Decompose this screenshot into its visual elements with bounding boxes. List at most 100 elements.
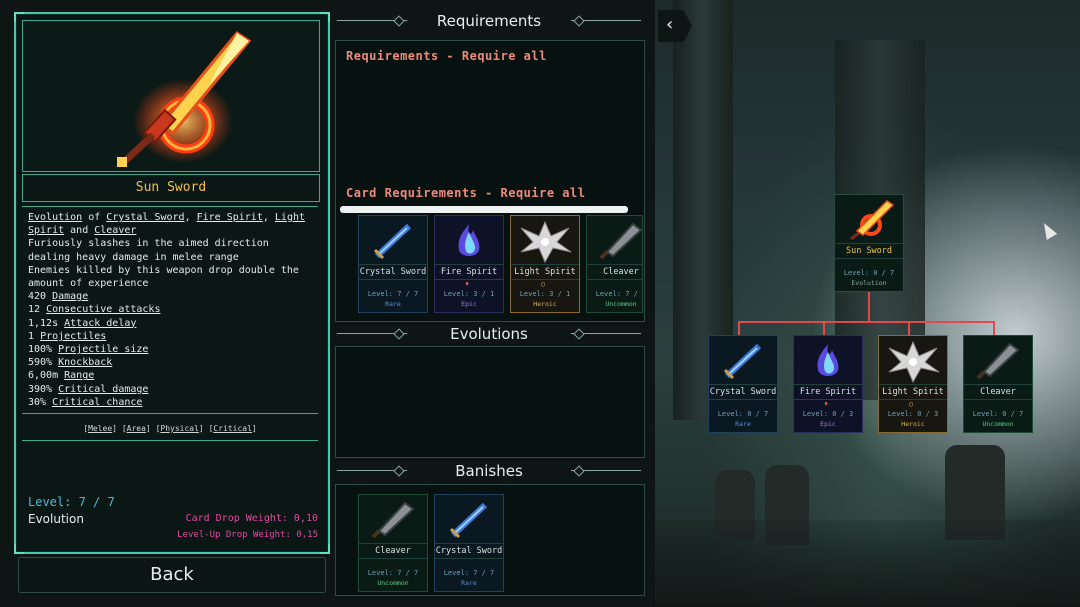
card-level: Level: 0 / 7	[972, 410, 1024, 418]
background-scene	[655, 0, 1080, 607]
ground	[655, 520, 1080, 607]
card-name: Crystal Sword	[359, 264, 427, 280]
stat-line: 1 Projectiles	[28, 330, 107, 342]
source-link-light-spirit[interactable]: Light Spirit	[28, 212, 306, 237]
card-rarity: Uncommon	[982, 420, 1014, 428]
stat-link[interactable]: Projectile size	[58, 344, 149, 356]
card-level: Level: 0 / 3	[802, 410, 854, 418]
cleaver-icon	[599, 222, 642, 260]
stat-link[interactable]: Range	[64, 370, 95, 382]
item-description: Evolution of Crystal Sword, Fire Spirit,…	[22, 206, 318, 414]
source-link-crystal-sword[interactable]: Crystal Sword	[106, 212, 185, 223]
tree-connector	[738, 321, 740, 335]
sun-sword-icon	[850, 200, 895, 241]
description-line: dealing heavy damage in melee range	[28, 251, 239, 263]
stat-line: 1,12s Attack delay	[28, 317, 137, 329]
source-link-fire-spirit[interactable]: Fire Spirit	[196, 212, 263, 223]
light-spirit-icon	[520, 220, 572, 264]
sun-sword-icon	[117, 31, 252, 167]
stat-link[interactable]: Damage	[52, 291, 89, 303]
requirements-header: Requirements	[335, 10, 643, 32]
card-level: Level: 7 / 7	[367, 290, 419, 298]
card-name: Light Spirit	[879, 384, 947, 400]
evolution-sources-line: Evolution of Crystal Sword, Fire Spirit,…	[28, 212, 306, 237]
card-name: Crystal Sword	[709, 384, 777, 400]
fire-spirit-icon	[458, 224, 480, 256]
card-level: Level: 7 / 7	[443, 569, 495, 577]
light-gem-icon: ○	[541, 280, 546, 288]
stat-line: 100% Projectile size	[28, 344, 149, 356]
card-level: Level: 0 / 7	[717, 410, 769, 418]
card-name: Fire Spirit	[435, 264, 503, 280]
card-art	[589, 218, 642, 264]
card-rarity: Heroic	[533, 300, 557, 308]
tree-connector	[823, 321, 825, 335]
card-name: Crystal Sword	[435, 543, 503, 559]
card-fire-spirit[interactable]: Fire Spirit♦ Level: 3 / 1 Epic	[434, 215, 504, 313]
tag-critical[interactable]: Critical	[213, 424, 252, 433]
fire-gem-icon: ♦	[824, 400, 829, 408]
light-gem-icon: ○	[909, 400, 914, 408]
stat-line: 6,00m Range	[28, 370, 95, 382]
card-rarity: Rare	[735, 420, 751, 428]
light-spirit-icon	[888, 340, 940, 384]
evolution-link[interactable]: Evolution	[28, 212, 83, 223]
card-art	[881, 338, 945, 384]
stat-link[interactable]: Knockback	[58, 357, 113, 369]
stat-link[interactable]: Projectiles	[40, 330, 107, 342]
card-name: Cleaver	[964, 384, 1032, 400]
card-art	[966, 338, 1030, 384]
card-level: Level: 3 / 1	[443, 290, 495, 298]
fire-gem-icon: ♦	[465, 280, 470, 288]
back-button[interactable]: Back	[18, 557, 326, 593]
tree-connector	[908, 321, 910, 335]
tree-connector	[993, 321, 995, 335]
crystal-sword-icon	[723, 343, 762, 380]
stat-link[interactable]: Critical chance	[52, 396, 143, 408]
corner-ornament	[320, 12, 330, 22]
evolutions-panel	[335, 346, 645, 458]
stat-link[interactable]: Critical damage	[58, 383, 149, 395]
card-art	[796, 338, 860, 384]
banishes-header: Banishes	[335, 460, 643, 482]
card-name: Fire Spirit	[794, 384, 862, 400]
tag-area[interactable]: Area	[126, 424, 146, 433]
item-image-frame	[22, 20, 320, 172]
stat-link[interactable]: Attack delay	[64, 317, 137, 329]
tree-connector	[738, 321, 994, 323]
collapse-panel-button[interactable]: ‹	[658, 10, 692, 42]
cleaver-icon	[371, 501, 415, 539]
stat-link[interactable]: Consecutive attacks	[46, 304, 161, 316]
card-art	[513, 218, 577, 264]
source-link-cleaver[interactable]: Cleaver	[94, 225, 137, 237]
card-name: Sun Sword	[835, 243, 903, 259]
card-name: Cleaver	[587, 264, 642, 280]
tag-list: [Melee] [Area] [Physical] [Critical]	[22, 418, 318, 441]
cleaver-icon	[976, 342, 1020, 380]
tree-connector	[868, 292, 870, 322]
card-rarity: Epic	[461, 300, 477, 308]
card-level: Level: 7 / 7	[367, 569, 419, 577]
card-level: Level: 7 / 7	[595, 290, 643, 298]
scrollbar[interactable]	[340, 206, 628, 213]
tag-melee[interactable]: Melee	[88, 424, 113, 433]
stat-line: 590% Knockback	[28, 357, 113, 369]
card-level: Level: 3 / 1	[519, 290, 571, 298]
description-line: Enemies killed by this weapon drop doubl…	[28, 264, 299, 276]
crystal-sword-icon	[373, 223, 412, 260]
tag-physical[interactable]: Physical	[160, 424, 199, 433]
fire-spirit-icon	[817, 344, 839, 376]
requirements-require-all: Requirements - Require all	[346, 49, 547, 63]
description-line: Furiously slashes in the aimed direction	[28, 238, 269, 250]
stat-line: 420 Damage	[28, 291, 89, 303]
